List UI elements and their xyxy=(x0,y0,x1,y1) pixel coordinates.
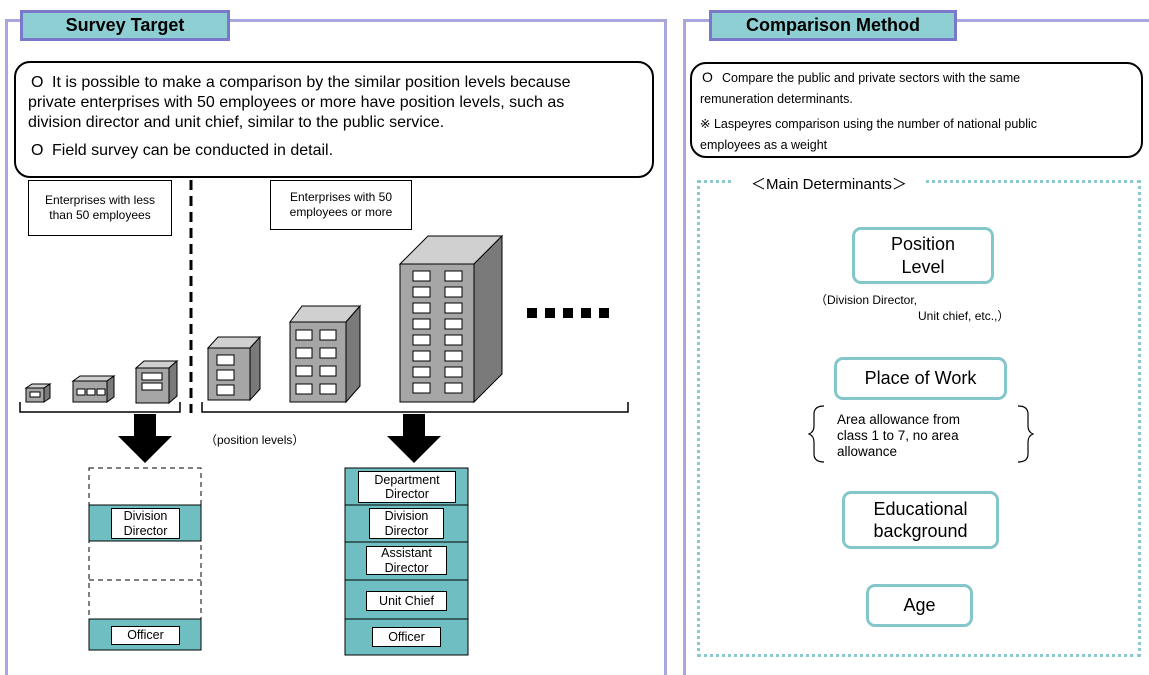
small-building xyxy=(71,375,116,403)
large-division-director-line1: Division xyxy=(384,509,429,524)
intro-line-2: private enterprises with 50 employees or… xyxy=(28,94,565,111)
small-division-director: Division Director xyxy=(111,508,180,539)
large-enterprises-label-line2: employees or more xyxy=(289,205,393,219)
department-director: Department Director xyxy=(358,471,456,503)
medium-building xyxy=(206,335,262,402)
intro-line-1: It is possible to make a comparison by t… xyxy=(52,74,571,91)
medium-small-building xyxy=(134,359,179,405)
position-level-box: Position Level xyxy=(852,227,994,284)
position-levels-label: （position levels） xyxy=(205,433,305,447)
comparison-method-title: Comparison Method xyxy=(709,10,957,41)
intro-line-4: Field survey can be conducted in detail. xyxy=(52,142,334,159)
area-line-1: Area allowance from xyxy=(837,412,961,427)
small-enterprises-bracket xyxy=(19,402,181,413)
method-line-1: Compare the public and private sectors w… xyxy=(722,71,1021,85)
down-arrow-icon xyxy=(118,414,172,463)
age-box: Age xyxy=(866,584,973,627)
educational-background-box: Educational background xyxy=(842,491,999,549)
survey-target-intro-box xyxy=(14,61,654,178)
small-enterprises-label: Enterprises with less than 50 employees xyxy=(28,180,172,236)
tiny-building xyxy=(24,383,52,403)
method-line-3: ※ Laspeyres comparison using the number … xyxy=(700,117,1038,131)
educational-background-line1: Educational xyxy=(873,498,968,519)
large-division-director: Division Director xyxy=(369,508,444,539)
small-division-director-line2: Director xyxy=(123,523,168,538)
large-enterprises-label-line1: Enterprises with 50 xyxy=(289,190,393,204)
place-of-work-box: Place of Work xyxy=(834,357,1007,400)
unit-chief: Unit Chief xyxy=(366,591,447,611)
small-enterprises-label-line2: than 50 employees xyxy=(49,208,151,222)
position-note-line-1: （Division Director, xyxy=(815,293,918,307)
assistant-director-line1: Assistant xyxy=(381,546,432,561)
down-arrow-icon xyxy=(387,414,441,463)
small-enterprises-label-line1: Enterprises with less xyxy=(44,193,156,207)
comparison-method-box xyxy=(690,62,1143,158)
small-officer: Officer xyxy=(111,626,180,645)
method-line-4: employees as a weight xyxy=(700,138,828,152)
area-allowance-brackets xyxy=(808,405,1034,463)
intro-bullet-2: O xyxy=(31,142,44,159)
determinants-heading: ＜Main Determinants＞ xyxy=(733,176,925,194)
large-division-director-line2: Director xyxy=(384,523,429,538)
continuation-dots-icon xyxy=(527,308,609,318)
department-director-line1: Department xyxy=(374,472,440,487)
tall-building xyxy=(289,304,362,404)
survey-target-title: Survey Target xyxy=(20,10,230,41)
assistant-director: Assistant Director xyxy=(366,546,447,575)
area-line-3: allowance xyxy=(837,444,898,459)
small-positions-column xyxy=(88,467,202,651)
method-line-2: remuneration determinants. xyxy=(700,92,853,106)
intro-line-3: division director and unit chief, simila… xyxy=(28,114,445,131)
large-enterprises-label: Enterprises with 50 employees or more xyxy=(270,180,412,230)
large-enterprises-bracket xyxy=(201,402,629,413)
intro-bullet-1: O xyxy=(31,74,44,91)
method-bullet: O xyxy=(702,69,713,85)
area-line-2: class 1 to 7, no area xyxy=(837,428,959,443)
position-level-line2: Level xyxy=(901,256,945,277)
small-division-director-line1: Division xyxy=(123,509,168,524)
large-officer: Officer xyxy=(372,627,441,647)
position-level-line1: Position xyxy=(890,234,956,254)
assistant-director-line2: Director xyxy=(384,560,429,575)
department-director-line2: Director xyxy=(385,487,429,501)
position-note-line-2: Unit chief, etc.,） xyxy=(918,309,1010,323)
survey-diagram-graphics xyxy=(19,180,629,656)
tallest-building xyxy=(398,234,504,404)
educational-background-line2: background xyxy=(873,521,968,541)
